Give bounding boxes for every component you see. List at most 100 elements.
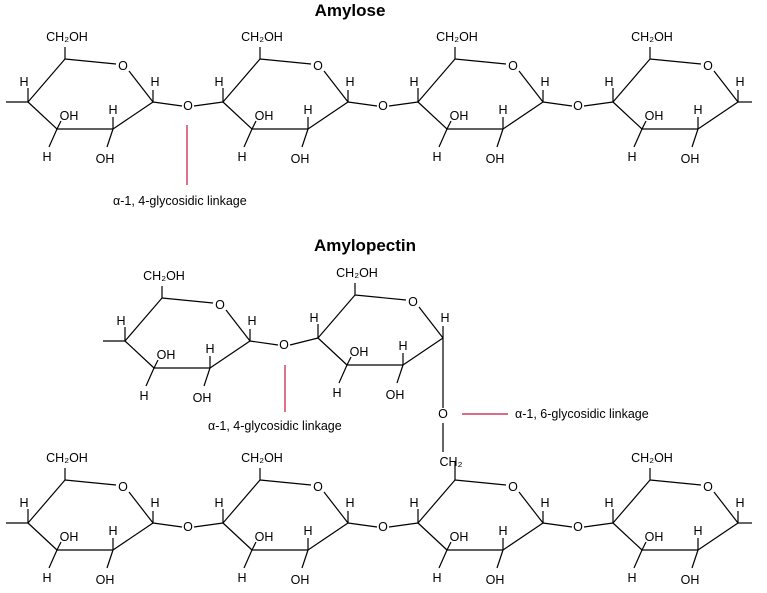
ring-branch-0-c1-h-label: H bbox=[247, 314, 256, 328]
ring-amylose-1-c1-h-label: H bbox=[345, 75, 354, 89]
amylopectin-main-link-2-right bbox=[583, 522, 614, 528]
amylose-link-0-right bbox=[193, 101, 224, 107]
ring-branch-0-bond-c4-c5 bbox=[124, 297, 163, 342]
ring-amylopectin-main-1-bond-c4-c5 bbox=[222, 479, 261, 524]
ring-amylopectin-main-3-c2-oh-label: OH bbox=[681, 573, 700, 587]
ring-branch-0-bond-c5-o bbox=[161, 297, 214, 304]
ring-amylose-0-c3-h-label: H bbox=[42, 150, 51, 164]
ring-amylose-1-c3-oh-label: OH bbox=[255, 109, 274, 123]
amylose-link-oxygen-2: O bbox=[573, 99, 583, 113]
ring-amylopectin-main-0-bond-c3-c4 bbox=[27, 522, 58, 551]
amylopectin-main-link-2-left bbox=[542, 522, 573, 528]
ring-amylose-3-ch2oh-label: CH₂OH bbox=[631, 30, 673, 44]
ring-amylose-2-bond-o-c1 bbox=[518, 70, 544, 103]
ring-amylose-3-ring-oxygen: O bbox=[703, 59, 713, 73]
ring-amylopectin-main-2-c2-h-label: H bbox=[498, 524, 507, 538]
ring-amylose-0-bond-c3-h bbox=[48, 128, 58, 148]
ring-amylopectin-main-0-bond-c1-c2 bbox=[112, 522, 154, 551]
ring-amylose-0-bond-c5-o bbox=[64, 58, 117, 65]
ring-branch-0-bond-c2-oh bbox=[203, 367, 211, 387]
ring-amylose-2-c4-h-label: H bbox=[409, 75, 418, 89]
ring-amylose-3-c3-h-label: H bbox=[627, 150, 636, 164]
ring-amylopectin-main-1-c1-h-label: H bbox=[345, 496, 354, 510]
ring-amylose-1-bond-o-c1 bbox=[323, 70, 349, 103]
ring-amylose-1-bond-c3-h bbox=[243, 128, 253, 148]
ring-branch-1-bond-c4-c5 bbox=[317, 294, 356, 339]
ring-branch-1-ring-oxygen: O bbox=[408, 295, 418, 309]
ring-amylose-2-c2-h-label: H bbox=[498, 103, 507, 117]
ring-branch-1-bond-o-c1 bbox=[418, 306, 444, 339]
ring-branch-0-c2-oh-label: OH bbox=[193, 391, 212, 405]
amylose-link-1-left bbox=[347, 101, 378, 107]
ring-amylose-0-bond-c2-oh bbox=[106, 128, 114, 148]
linkage-14-label-amylose: α-1, 4-glycosidic linkage bbox=[113, 194, 247, 208]
branch-link-oxygen: O bbox=[279, 338, 289, 352]
amylose-link-0-left bbox=[152, 101, 183, 107]
ring-branch-0-c2-h-label: H bbox=[205, 342, 214, 356]
ring-amylose-3-bond-c5-o bbox=[649, 58, 702, 65]
ring-amylose-2-bond-c2-oh bbox=[496, 128, 504, 148]
ring-amylopectin-main-1-c3-h-label: H bbox=[237, 571, 246, 585]
ring-amylopectin-main-1-bond-c3-h bbox=[243, 549, 253, 569]
ring-amylose-1-ring-oxygen: O bbox=[313, 59, 323, 73]
ring-amylose-1-c2-oh-label: OH bbox=[291, 152, 310, 166]
ring-amylose-0-c2-oh-label: OH bbox=[96, 152, 115, 166]
ring-amylopectin-main-3-bond-c3-h bbox=[633, 549, 643, 569]
ring-amylose-1-bond-c1-c2 bbox=[307, 101, 349, 130]
ring-amylose-3-bond-c1-c2 bbox=[697, 101, 739, 130]
amylopectin-title: Amylopectin bbox=[314, 236, 416, 255]
ring-amylose-0-ring-oxygen: O bbox=[118, 59, 128, 73]
ring-branch-1-c2-h-label: H bbox=[398, 339, 407, 353]
ring-amylopectin-main-1-bond-c3-c4 bbox=[222, 522, 253, 551]
ring-amylose-1-c2-h-label: H bbox=[303, 103, 312, 117]
ring-amylose-2-ring-oxygen: O bbox=[508, 59, 518, 73]
ring-amylopectin-main-2-bond-c2-oh bbox=[496, 549, 504, 569]
ring-amylopectin-main-2-bond-c1-c2 bbox=[502, 522, 544, 551]
ring-amylopectin-main-0-ch2oh-label: CH₂OH bbox=[46, 451, 88, 465]
ring-amylose-2-bond-c1-c2 bbox=[502, 101, 544, 130]
ring-branch-0-c3-h-label: H bbox=[139, 389, 148, 403]
ring-amylose-2-bond-c3-h bbox=[438, 128, 448, 148]
linkage-14-label-amylopectin: α-1, 4-glycosidic linkage bbox=[208, 419, 342, 433]
ring-amylose-0-c4-h-label: H bbox=[19, 75, 28, 89]
ring-amylose-1-c3-h-label: H bbox=[237, 150, 246, 164]
ring-amylose-3-bond-c3-h bbox=[633, 128, 643, 148]
ring-amylose-2-c2-oh-label: OH bbox=[486, 152, 505, 166]
ring-amylopectin-main-2-c2-oh-label: OH bbox=[486, 573, 505, 587]
amylose-title: Amylose bbox=[315, 1, 386, 20]
ring-amylopectin-main-0-c2-oh-label: OH bbox=[96, 573, 115, 587]
ring-amylopectin-main-0-c4-h-label: H bbox=[19, 496, 28, 510]
ring-amylopectin-main-1-ch2oh-label: CH₂OH bbox=[241, 451, 283, 465]
ring-amylose-1-bond-c2-oh bbox=[301, 128, 309, 148]
ring-amylopectin-main-3-c4-h-label: H bbox=[604, 496, 613, 510]
ring-amylose-0-bond-c4-c5 bbox=[27, 58, 66, 103]
ring-branch-0-bond-c3-h bbox=[145, 367, 155, 387]
ring-amylose-2-c3-oh-label: OH bbox=[450, 109, 469, 123]
ring-amylose-1-c4-h-label: H bbox=[214, 75, 223, 89]
ring-amylopectin-main-2-c4-h-label: H bbox=[409, 496, 418, 510]
ring-amylopectin-main-0-bond-o-c1 bbox=[128, 491, 154, 524]
linkage-16-oxygen: O bbox=[438, 407, 448, 421]
ring-branch-0-bond-c3-c4 bbox=[124, 340, 155, 369]
ring-amylose-0-c2-h-label: H bbox=[108, 103, 117, 117]
amylose-link-2-left bbox=[542, 101, 573, 107]
ring-amylopectin-main-0-bond-c3-oh bbox=[56, 541, 62, 551]
ring-branch-0-bond-c3-oh bbox=[153, 359, 159, 369]
amylopectin-main-link-oxygen-0: O bbox=[183, 520, 193, 534]
ring-amylose-0-bond-c3-oh bbox=[56, 120, 62, 130]
ring-branch-1-bond-c3-oh bbox=[346, 356, 352, 366]
linkage-16-label: α-1, 6-glycosidic linkage bbox=[515, 407, 649, 421]
branch-ch2-label: CH₂ bbox=[440, 455, 463, 469]
branch-link-right bbox=[289, 337, 319, 346]
ring-amylose-3-bond-c3-oh bbox=[641, 120, 647, 130]
ring-amylose-3-c2-h-label: H bbox=[693, 103, 702, 117]
amylopectin-main-link-oxygen-1: O bbox=[378, 520, 388, 534]
ring-amylopectin-main-0-bond-c2-oh bbox=[106, 549, 114, 569]
ring-amylose-3-c2-oh-label: OH bbox=[681, 152, 700, 166]
ring-amylose-2-ch2oh-label: CH₂OH bbox=[436, 30, 478, 44]
amylopectin-main-link-0-left bbox=[152, 522, 183, 528]
ring-amylopectin-main-3-c3-h-label: H bbox=[627, 571, 636, 585]
ring-amylopectin-main-3-ch2oh-label: CH₂OH bbox=[631, 451, 673, 465]
amylopectin-main-link-oxygen-2: O bbox=[573, 520, 583, 534]
